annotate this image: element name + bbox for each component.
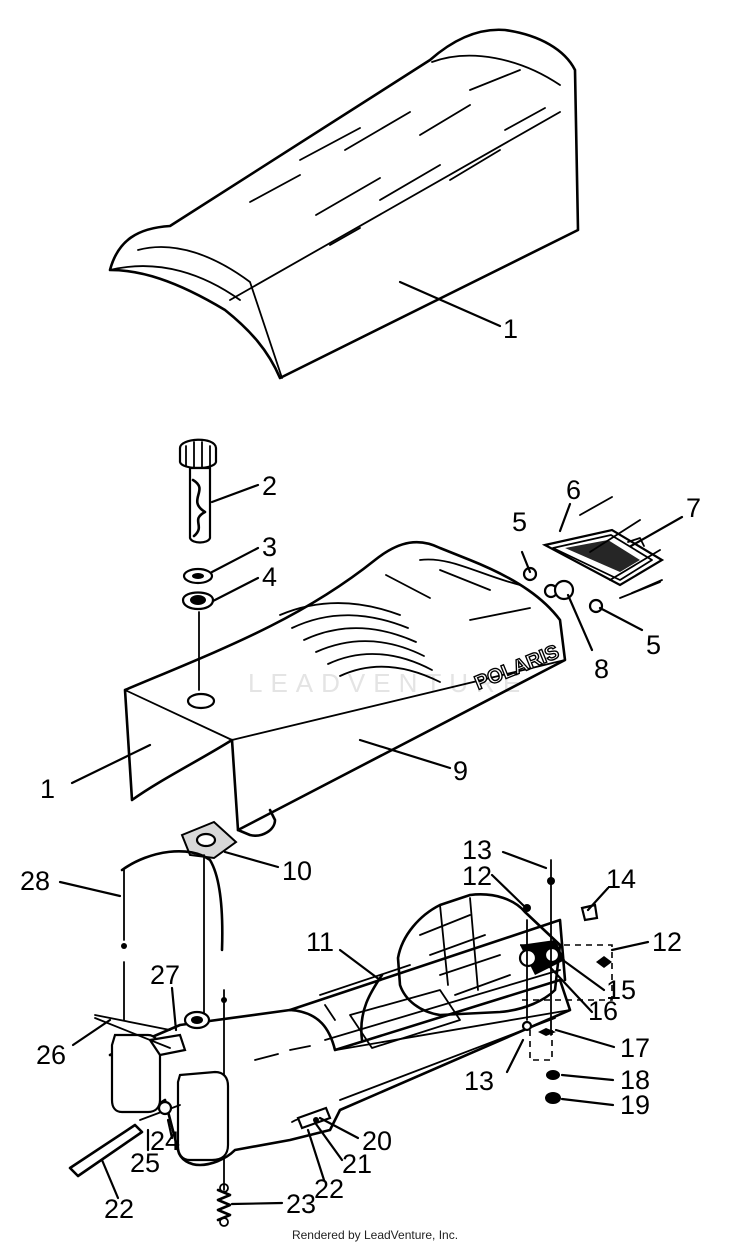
- callout-labels: 1 2 3 4 5 6 7 5 8 1 9 10 28 13 12 14 12 …: [20, 314, 701, 1224]
- render-credit: Rendered by LeadVenture, Inc.: [291, 1228, 459, 1242]
- callout-25: 25: [130, 1148, 160, 1178]
- callout-23: 23: [286, 1189, 316, 1219]
- callout-28: 28: [20, 866, 50, 896]
- callout-26: 26: [36, 1040, 66, 1070]
- callout-12-right: 12: [652, 927, 682, 957]
- callout-5-upper: 5: [512, 507, 527, 537]
- callout-22-right: 22: [314, 1174, 344, 1204]
- callout-1-top: 1: [503, 314, 518, 344]
- callout-22-left: 22: [104, 1194, 134, 1224]
- callout-13-lower: 13: [464, 1066, 494, 1096]
- fuel-cap-assembly: [178, 438, 218, 611]
- callout-1-mid: 1: [40, 774, 55, 804]
- callout-7: 7: [686, 493, 701, 523]
- callout-18: 18: [620, 1065, 650, 1095]
- callout-27: 27: [150, 960, 180, 990]
- fuel-tank-part: [68, 918, 572, 1178]
- callout-13-upper: 13: [462, 835, 492, 865]
- callout-2: 2: [262, 471, 277, 501]
- callout-3: 3: [262, 532, 277, 562]
- callout-16: 16: [588, 996, 618, 1026]
- callout-19: 19: [620, 1090, 650, 1120]
- callout-15: 15: [606, 975, 636, 1005]
- tank-spring: [216, 1188, 232, 1222]
- watermark: LEADVENTURE: [248, 668, 528, 698]
- callout-6: 6: [566, 475, 581, 505]
- seat-cover-part: [108, 28, 580, 380]
- callout-12-upper: 12: [462, 861, 492, 891]
- vent-hose: [120, 849, 224, 952]
- callout-11: 11: [306, 927, 334, 957]
- leader-lines: [58, 280, 684, 1206]
- gasket-part: [180, 820, 238, 860]
- callout-24: 24: [150, 1126, 180, 1156]
- callout-14: 14: [606, 864, 636, 894]
- callout-8: 8: [594, 654, 609, 684]
- callout-5-lower: 5: [646, 630, 661, 660]
- callout-20: 20: [362, 1126, 392, 1156]
- taillight-assembly: [522, 496, 665, 614]
- callout-9: 9: [453, 756, 468, 786]
- fuel-pump-assembly: [396, 893, 613, 1061]
- callout-17: 17: [620, 1033, 650, 1063]
- callout-4: 4: [262, 562, 277, 592]
- callout-21: 21: [342, 1149, 372, 1179]
- callout-10: 10: [282, 856, 312, 886]
